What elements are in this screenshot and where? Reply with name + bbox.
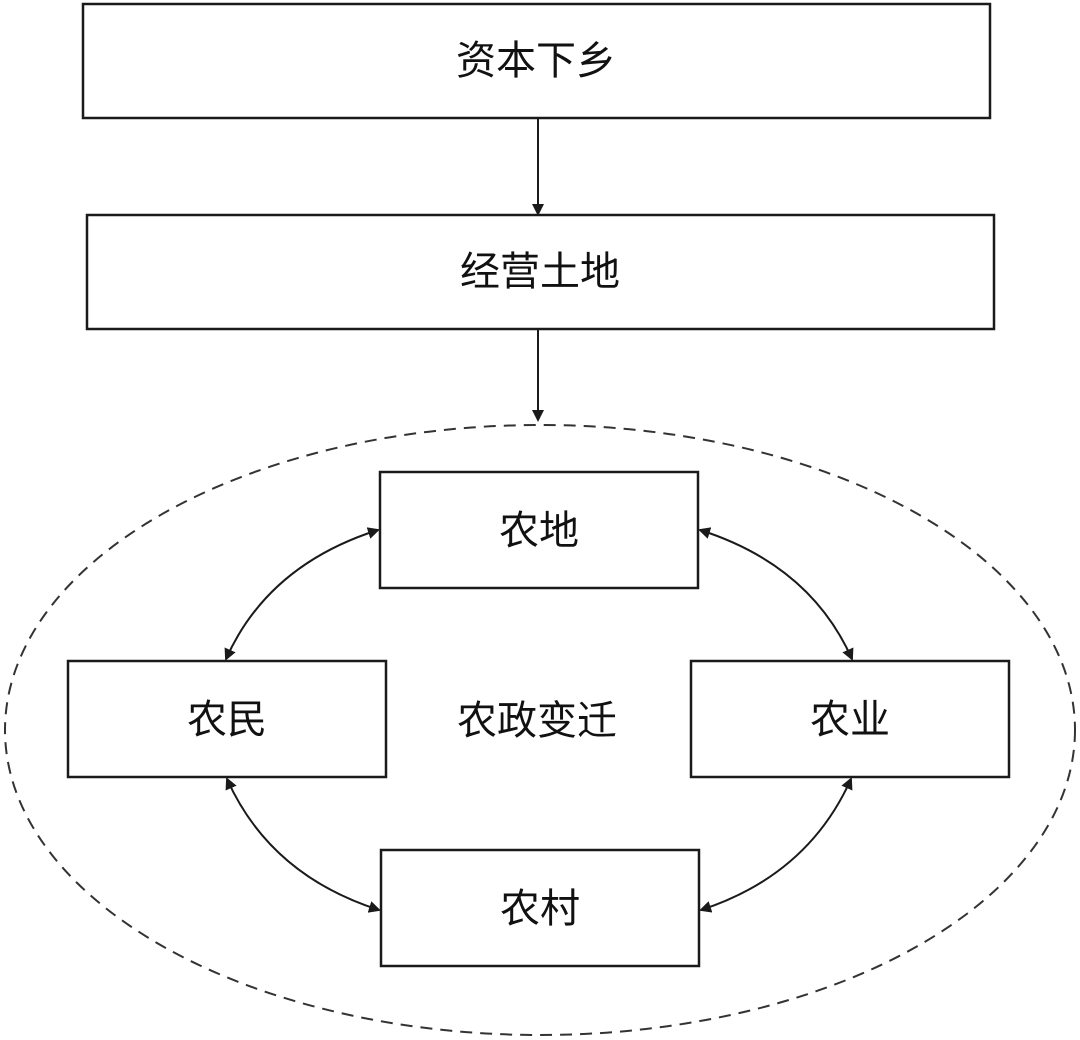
- peasants-label: 农民: [187, 697, 267, 743]
- scope-boundary-ellipse: [4, 424, 1076, 1036]
- farmland-box: 农地: [378, 470, 700, 590]
- arrow-farmland-peasants: [224, 527, 380, 661]
- capital-to-countryside-box: 资本下乡: [81, 2, 992, 120]
- agrarian-change-center-label: 农政变迁: [457, 698, 617, 744]
- arrow-peasants-village: [225, 777, 381, 913]
- village-label: 农村: [500, 886, 580, 932]
- land-operation-label: 经营土地: [460, 249, 620, 295]
- capital-to-countryside-label: 资本下乡: [456, 38, 616, 84]
- village-box: 农村: [379, 848, 701, 968]
- agriculture-label: 农业: [810, 697, 890, 743]
- farmland-label: 农地: [499, 508, 579, 554]
- land-operation-box: 经营土地: [85, 213, 996, 331]
- peasants-box: 农民: [66, 659, 388, 779]
- arrow-farmland-agriculture: [698, 527, 854, 661]
- arrow-agriculture-village: [699, 777, 853, 913]
- agriculture-box: 农业: [689, 659, 1011, 779]
